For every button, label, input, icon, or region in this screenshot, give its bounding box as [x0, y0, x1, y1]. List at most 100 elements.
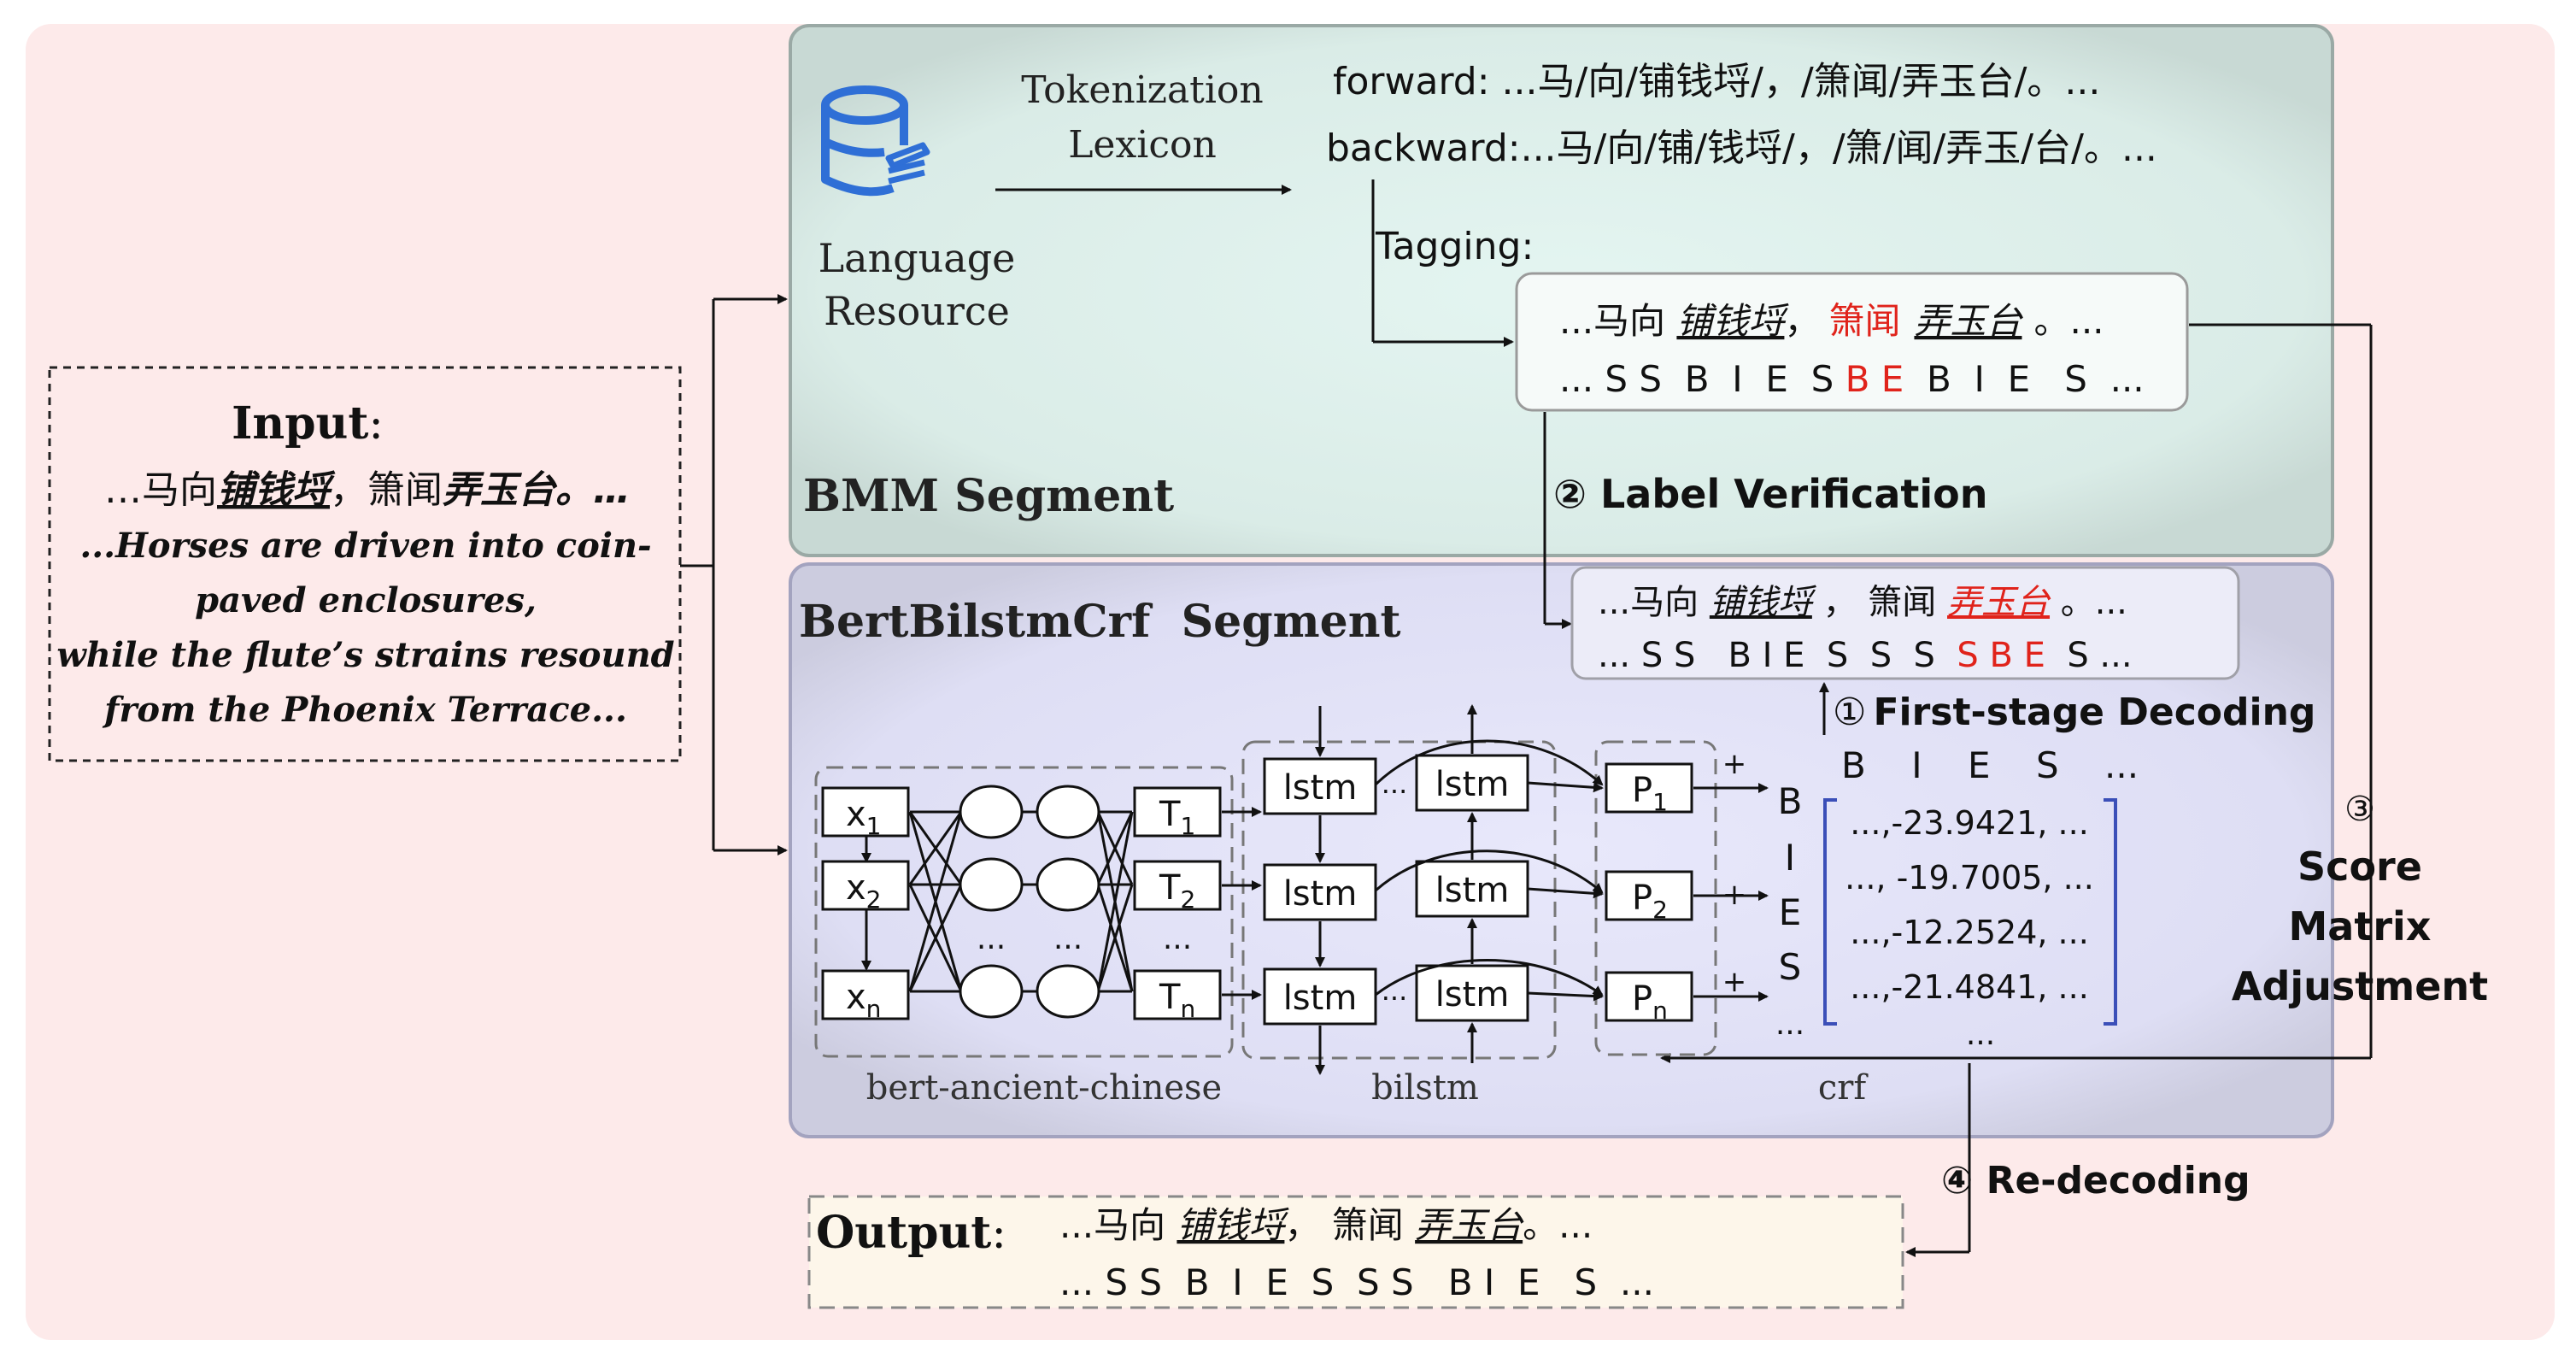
lstm-cell: lstm: [1415, 860, 1529, 918]
bert-to-lstm-arrows: [1222, 807, 1262, 1000]
resource-label: Resource: [824, 288, 1010, 334]
input-heading: Input:: [232, 397, 384, 450]
projection-cell: P1: [1605, 762, 1693, 816]
bert-module-box: [814, 766, 1234, 1058]
score-row: ...,-21.4841, ...: [1850, 968, 2089, 1006]
database-icon: [821, 85, 930, 197]
score-adjust-label: Adjustment: [2232, 963, 2488, 1009]
lstm-cell: lstm: [1263, 967, 1377, 1026]
label-verification-label: ② Label Verification: [1553, 471, 1987, 517]
projection-cell: Pn: [1605, 971, 1693, 1025]
svg-text:xn: xn: [846, 978, 881, 1023]
score-row: ...: [1966, 1017, 1995, 1052]
score-adjust-label: Matrix: [2289, 903, 2432, 950]
output-heading: Output:: [816, 1207, 1006, 1259]
backward-segmentation: backward:...马/向/铺/钱埒/，/箫/闻/弄玉/台/。...: [1326, 126, 2157, 170]
bert-output-token: T1: [1133, 786, 1222, 840]
bilstm-module-box: [1241, 740, 1557, 1060]
svg-text:lstm: lstm: [1283, 979, 1358, 1018]
svg-text:Pn: Pn: [1632, 979, 1668, 1025]
output-text: ...马向 铺钱埒， 箫闻 弄玉台。...: [1059, 1204, 1593, 1246]
tag-row-label: E: [1779, 891, 1802, 933]
score-adjust-line: [1660, 323, 2373, 1063]
score-row: ..., -19.7005, ...: [1845, 859, 2094, 897]
plus-sign: +: [1722, 747, 1747, 781]
tagging-result-text: ...马向 铺钱埒，箫闻弄玉台。...: [1559, 300, 2104, 342]
crf-module-label: crf: [1818, 1068, 1869, 1108]
lexicon-label: Lexicon: [1068, 123, 1217, 167]
bilstm-arrows: [1315, 704, 1604, 1075]
verified-result-text: ...马向 铺钱埒 ， 箫闻 弄玉台 。...: [1598, 583, 2127, 622]
svg-text:T2: T2: [1159, 868, 1195, 914]
neuron-ellipsis: ...: [977, 921, 1006, 956]
lstm-cell: lstm: [1263, 863, 1377, 921]
svg-text:x1: x1: [846, 795, 882, 840]
input-chinese: …马向铺钱埒，箫闻弄玉台。…: [104, 468, 631, 512]
svg-text:x2: x2: [846, 868, 882, 914]
score-row: ...,-12.2524, ...: [1850, 914, 2089, 951]
crf-arrows: [1693, 783, 1769, 1002]
bert-title: BertBilstmCrf Segment: [799, 596, 1401, 648]
tag-header: B I E S ...: [1841, 744, 2139, 786]
label-verification-arrow: [1543, 412, 1572, 629]
lstm-cell: lstm: [1415, 754, 1529, 812]
forward-segmentation: forward: ...马/向/铺钱埒/，/箫闻/弄玉台/。...: [1333, 60, 2100, 103]
tokenization-label: Tokenization: [1021, 68, 1264, 112]
bert-neurons: [959, 785, 1100, 1019]
lstm-ellipsis: ...: [1382, 974, 1408, 1007]
tagging-arrow: [1371, 179, 1514, 347]
input-english-line: from the Phoenix Terrace...: [102, 690, 627, 730]
resource-label: Language: [819, 235, 1016, 281]
svg-text:P2: P2: [1632, 879, 1668, 924]
bert-output-token: T2: [1133, 860, 1222, 914]
svg-text:T1: T1: [1159, 795, 1195, 840]
tag-row-label: B: [1778, 780, 1803, 822]
input-english-line: ...Horses are driven into coin-: [79, 526, 651, 566]
lstm-cell: lstm: [1263, 757, 1377, 815]
score-adjust-label: Score: [2297, 844, 2422, 890]
tag-row-label: ...: [1775, 1007, 1804, 1042]
redecoding-arrow: [1905, 1063, 1971, 1257]
input-branch-arrows: [680, 294, 788, 855]
redecoding-label: ④ Re-decoding: [1941, 1159, 2250, 1202]
tagging-result-labels: ... S S B I E S B E B I E S ...: [1559, 358, 2145, 400]
lstm-cell: lstm: [1415, 964, 1529, 1022]
input-token: x2: [821, 860, 910, 914]
svg-text:Tn: Tn: [1159, 978, 1195, 1023]
svg-text:lstm: lstm: [1435, 871, 1510, 910]
bert-module-label: bert-ancient-chinese: [866, 1068, 1222, 1108]
bmm-title: BMM Segment: [803, 470, 1174, 522]
output-box: [807, 1195, 1904, 1309]
input-token: xn: [821, 969, 910, 1023]
bert-output-token: Tn: [1133, 969, 1222, 1023]
neuron-ellipsis: ...: [1053, 921, 1083, 956]
tag-row-label: S: [1779, 946, 1802, 988]
svg-text:lstm: lstm: [1283, 874, 1358, 914]
verified-result-labels: ... S S B I E S S S S B E S ...: [1598, 636, 2133, 675]
svg-text:P1: P1: [1632, 771, 1668, 816]
lstm-ellipsis: ...: [1382, 767, 1408, 800]
input-token: x1: [821, 786, 910, 840]
bilstm-module-label: bilstm: [1371, 1068, 1479, 1108]
svg-text:lstm: lstm: [1283, 768, 1358, 808]
score-adjust-num: ③: [2344, 790, 2375, 829]
input-english-line: while the flute’s strains resound: [56, 635, 674, 675]
tagging-label: Tagging:: [1375, 225, 1534, 268]
matrix-right-bracket: [2104, 798, 2117, 1026]
verified-result-box: [1570, 566, 2240, 680]
matrix-left-bracket: [1823, 798, 1837, 1026]
plus-sign: +: [1722, 878, 1747, 912]
projection-cell: P2: [1605, 870, 1693, 924]
svg-text:lstm: lstm: [1435, 765, 1510, 804]
input-box: [48, 366, 682, 762]
bert-network-edges: [861, 810, 1134, 993]
svg-text:lstm: lstm: [1435, 975, 1510, 1014]
plus-sign: +: [1722, 965, 1747, 999]
tagging-result-box: [1515, 272, 2189, 412]
tag-row-label: I: [1785, 837, 1795, 879]
output-ellipsis: ...: [1163, 921, 1192, 956]
output-labels: ... S S B I E S S S B I E S ...: [1059, 1261, 1654, 1303]
input-english-line: paved enclosures,: [195, 580, 537, 620]
score-row: ...,-23.9421, ...: [1850, 804, 2089, 842]
